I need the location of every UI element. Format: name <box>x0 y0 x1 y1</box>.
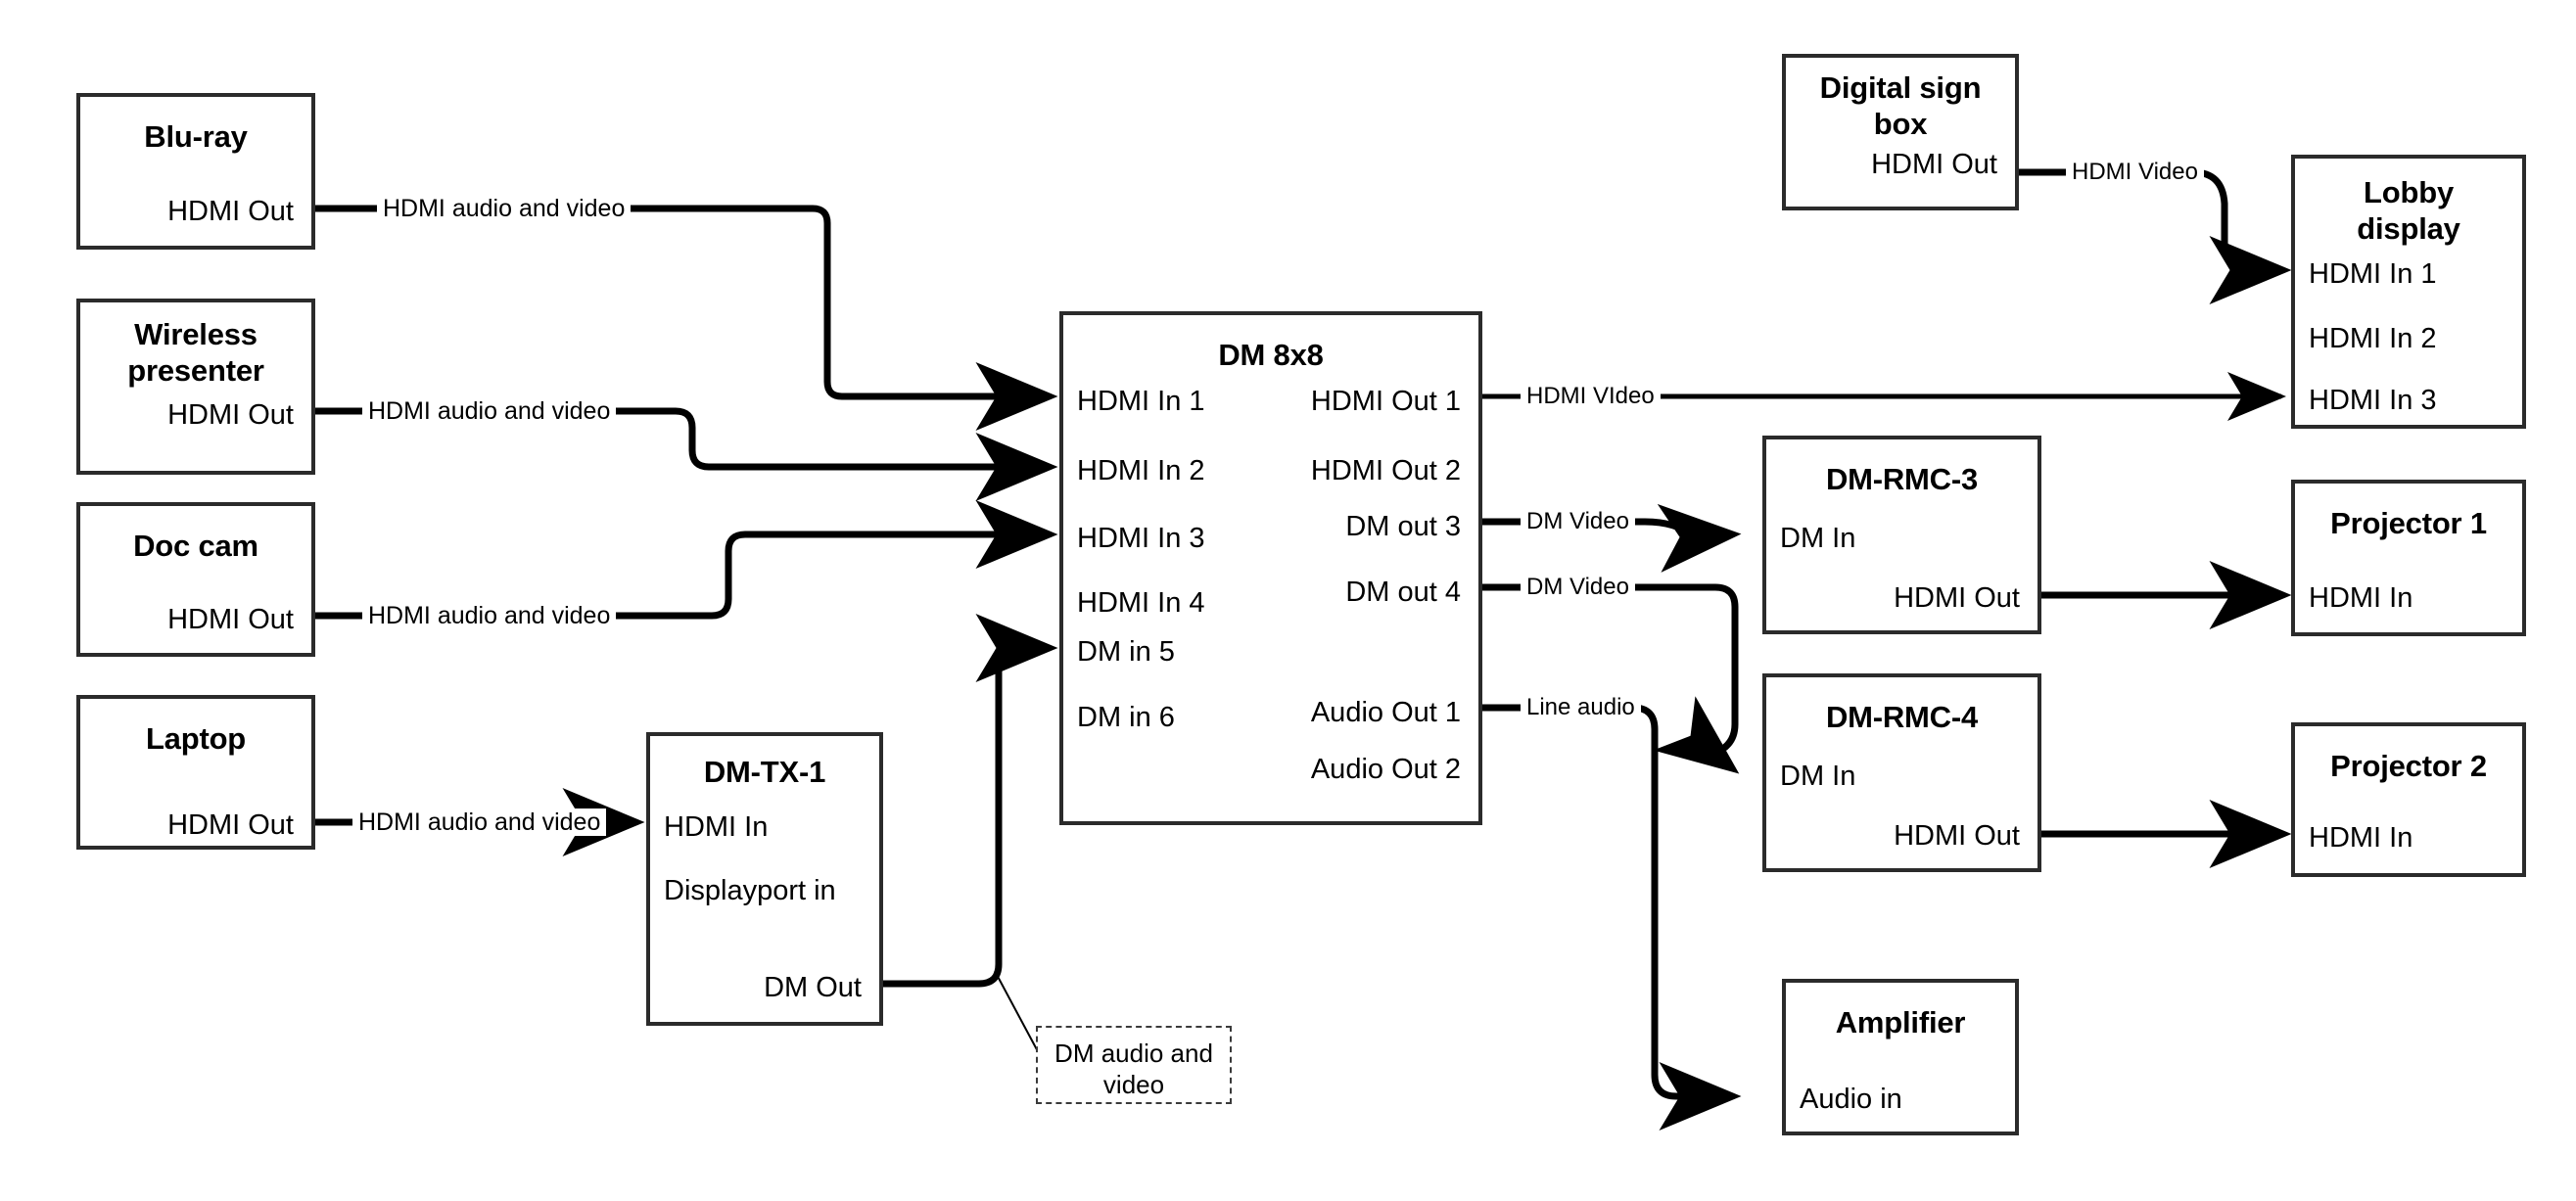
node-doc-cam[interactable]: Doc cam HDMI Out <box>76 502 315 657</box>
note-dm-audio-and-video: DM audio and video <box>1036 1026 1232 1104</box>
node-title-lobby-display-line2: display <box>2357 211 2460 246</box>
wire-label-dm-video-out4: DM Video <box>1521 574 1635 601</box>
port-dm-8x8-hdmi-in-2: HDMI In 2 <box>1077 455 1205 486</box>
port-dm-8x8-hdmi-in-3: HDMI In 3 <box>1077 523 1205 554</box>
node-title-wireless-presenter-line1: Wireless <box>134 317 258 351</box>
port-lobby-display-hdmi-in-3: HDMI In 3 <box>2309 385 2437 416</box>
port-dm-rmc-3-hdmi-out: HDMI Out <box>1894 582 2020 614</box>
wire-label-laptop: HDMI audio and video <box>352 808 607 836</box>
note-dm-audio-and-video-line2: video <box>1102 1070 1165 1099</box>
wire-dm-out4-to-rmc4 <box>1482 583 1740 774</box>
node-title-projector-1: Projector 1 <box>2330 506 2487 540</box>
port-dm-8x8-dm-out-3: DM out 3 <box>1345 511 1461 542</box>
port-lobby-display-hdmi-in-2: HDMI In 2 <box>2309 323 2437 354</box>
wire-digitalsign-to-lobby-in1 <box>2019 168 2292 304</box>
node-title-amplifier: Amplifier <box>1835 1005 1966 1039</box>
node-title-dm-tx-1: DM-TX-1 <box>703 755 826 789</box>
port-projector-1-hdmi-in: HDMI In <box>2309 582 2413 614</box>
port-dm-8x8-dm-in-6: DM in 6 <box>1077 702 1175 733</box>
port-dm-8x8-hdmi-out-2: HDMI Out 2 <box>1310 455 1461 486</box>
port-dm-tx-1-dm-out: DM Out <box>764 972 862 1003</box>
port-dm-rmc-3-dm-in: DM In <box>1780 523 1856 554</box>
node-title-digital-sign-box-line2: box <box>1873 107 1928 141</box>
port-dm-rmc-4-dm-in: DM In <box>1780 761 1856 792</box>
node-title-dm-rmc-4: DM-RMC-4 <box>1825 700 1979 734</box>
node-blu-ray[interactable]: Blu-ray HDMI Out <box>76 93 315 250</box>
port-wireless-presenter-hdmi-out: HDMI Out <box>167 399 294 431</box>
wire-label-doccam: HDMI audio and video <box>362 602 617 629</box>
wire-dmtx-to-dm-in5 <box>883 614 1058 988</box>
port-dm-8x8-hdmi-out-1: HDMI Out 1 <box>1310 386 1461 417</box>
node-title-laptop: Laptop <box>145 721 247 756</box>
wire-dm-audio-out1-to-amplifier <box>1482 704 1742 1131</box>
port-doc-cam-hdmi-out: HDMI Out <box>167 604 294 635</box>
leader-line-dm-audio-video-note <box>994 970 1041 1056</box>
port-blu-ray-hdmi-out: HDMI Out <box>167 196 294 227</box>
node-projector-2[interactable]: Projector 2 HDMI In <box>2291 722 2526 877</box>
node-laptop[interactable]: Laptop HDMI Out <box>76 695 315 850</box>
wire-label-hdmi-video-out1: HDMI VIdeo <box>1521 383 1661 410</box>
wire-label-wireless: HDMI audio and video <box>362 397 617 425</box>
node-projector-1[interactable]: Projector 1 HDMI In <box>2291 480 2526 636</box>
node-title-projector-2: Projector 2 <box>2330 749 2487 783</box>
port-lobby-display-hdmi-in-1: HDMI In 1 <box>2309 258 2437 290</box>
node-wireless-presenter[interactable]: Wireless presenter HDMI Out <box>76 299 315 475</box>
port-digital-sign-box-hdmi-out: HDMI Out <box>1871 149 1997 180</box>
port-dm-8x8-audio-out-1: Audio Out 1 <box>1310 697 1461 728</box>
node-title-wireless-presenter-line2: presenter <box>127 353 264 388</box>
port-dm-rmc-4-hdmi-out: HDMI Out <box>1894 820 2020 852</box>
port-dm-tx-1-hdmi-in: HDMI In <box>664 811 769 843</box>
node-title-lobby-display-line1: Lobby <box>2364 175 2454 209</box>
port-dm-8x8-audio-out-2: Audio Out 2 <box>1310 754 1461 785</box>
node-dm-8x8[interactable]: DM 8x8 HDMI In 1 HDMI In 2 HDMI In 3 HDM… <box>1059 311 1482 825</box>
wire-bluray-to-dm-in1 <box>315 205 1058 431</box>
port-laptop-hdmi-out: HDMI Out <box>167 809 294 841</box>
port-dm-8x8-dm-in-5: DM in 5 <box>1077 636 1175 668</box>
node-title-dm-8x8: DM 8x8 <box>1218 338 1324 372</box>
node-title-digital-sign-box-line1: Digital sign <box>1819 70 1982 105</box>
wire-label-hdmi-video-sign: HDMI Video <box>2066 159 2204 186</box>
note-dm-audio-and-video-line1: DM audio and <box>1054 1039 1213 1068</box>
port-projector-2-hdmi-in: HDMI In <box>2309 822 2413 854</box>
wire-label-bluray: HDMI audio and video <box>377 195 632 222</box>
node-dm-rmc-4[interactable]: DM-RMC-4 DM In HDMI Out <box>1762 673 2041 872</box>
port-amplifier-audio-in: Audio in <box>1800 1084 1902 1115</box>
wire-label-dm-video-out3: DM Video <box>1521 508 1635 535</box>
port-dm-8x8-hdmi-in-1: HDMI In 1 <box>1077 386 1205 417</box>
port-dm-8x8-hdmi-in-4: HDMI In 4 <box>1077 587 1205 619</box>
node-dm-rmc-3[interactable]: DM-RMC-3 DM In HDMI Out <box>1762 436 2041 634</box>
port-dm-8x8-dm-out-4: DM out 4 <box>1345 577 1461 608</box>
node-amplifier[interactable]: Amplifier Audio in <box>1782 979 2019 1135</box>
node-digital-sign-box[interactable]: Digital sign box HDMI Out <box>1782 54 2019 210</box>
node-title-doc-cam: Doc cam <box>133 529 258 563</box>
node-title-dm-rmc-3: DM-RMC-3 <box>1825 462 1979 496</box>
node-dm-tx-1[interactable]: DM-TX-1 HDMI In Displayport in DM Out <box>646 732 883 1026</box>
node-title-blu-ray: Blu-ray <box>144 119 248 154</box>
wire-label-line-audio: Line audio <box>1521 694 1641 721</box>
node-lobby-display[interactable]: Lobby display HDMI In 1 HDMI In 2 HDMI I… <box>2291 155 2526 429</box>
port-dm-tx-1-displayport-in: Displayport in <box>664 875 836 906</box>
